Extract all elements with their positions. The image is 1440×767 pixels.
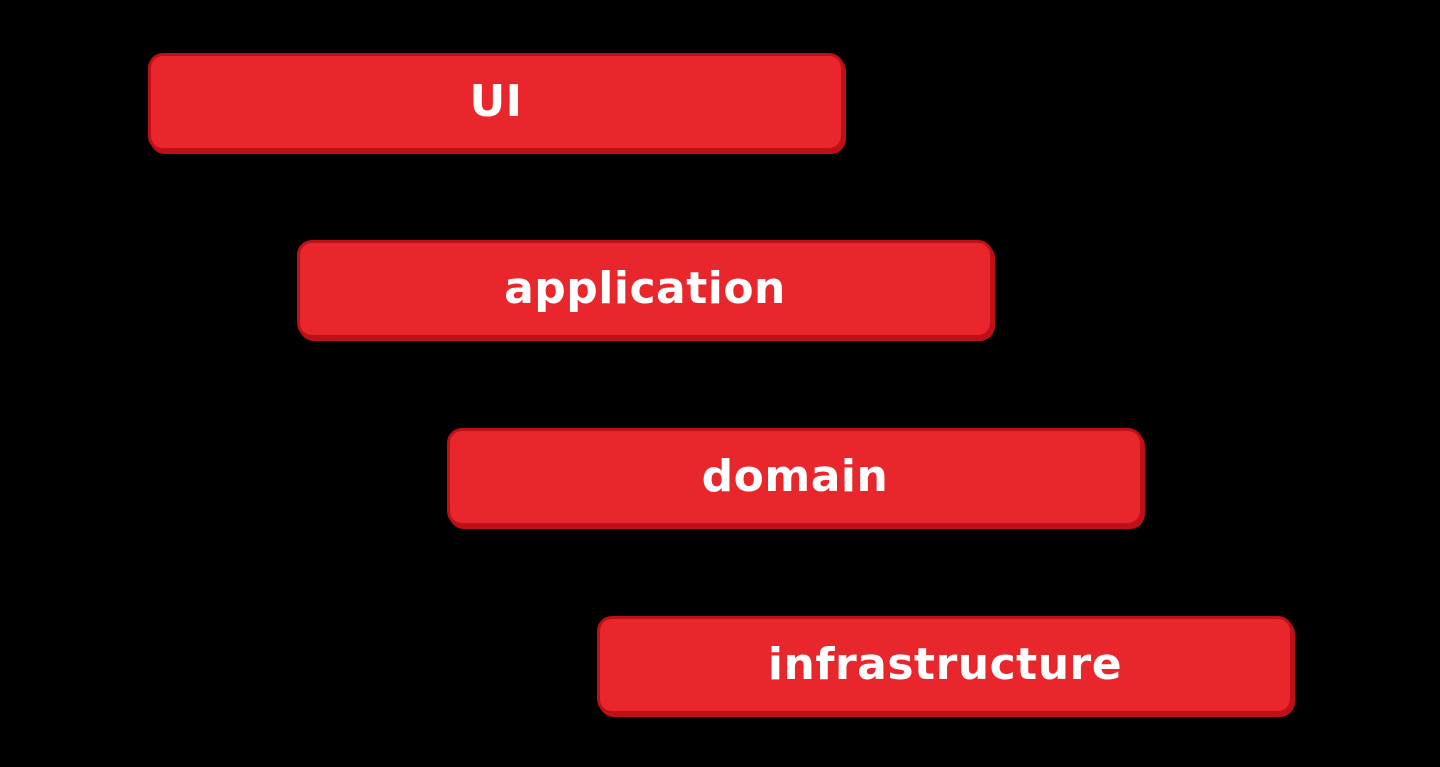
layer-box-domain: domain [447, 428, 1143, 526]
layer-label-application: application [504, 263, 786, 314]
layer-label-ui: UI [469, 76, 523, 127]
layer-box-ui: UI [148, 53, 844, 151]
layer-box-infrastructure: infrastructure [597, 616, 1293, 714]
layer-label-domain: domain [701, 451, 889, 502]
layer-box-application: application [297, 240, 993, 338]
layer-label-infrastructure: infrastructure [767, 639, 1123, 690]
